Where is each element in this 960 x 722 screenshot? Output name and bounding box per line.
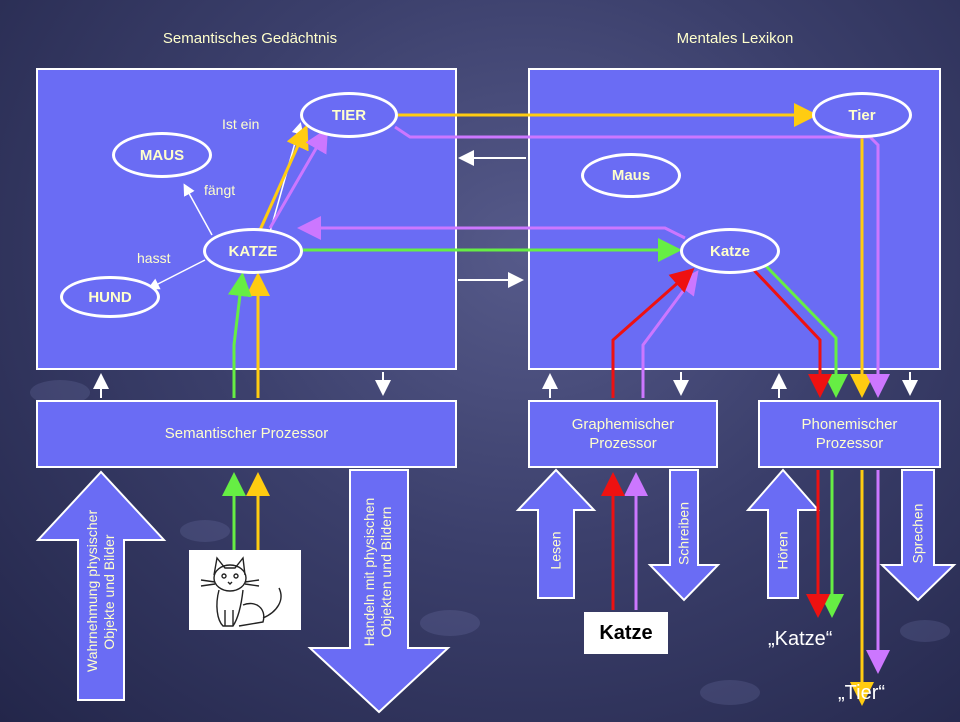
phonemic-line-2: Prozessor xyxy=(815,435,884,452)
graphemic-line-2: Prozessor xyxy=(589,435,657,452)
relation-hasst: hasst xyxy=(137,250,171,266)
phonemic-processor-label: Phonemischer Prozessor xyxy=(758,415,941,453)
perception-label: Wahrnehmung physischer Objekte und Bilde… xyxy=(84,509,117,672)
action-label: Handeln mit physischen Objekten und Bild… xyxy=(361,497,394,647)
relation-faengt: fängt xyxy=(204,182,236,198)
cat-picture xyxy=(189,550,301,630)
semantic-processor-label: Semantischer Prozessor xyxy=(164,425,329,442)
action-arrow xyxy=(307,469,451,714)
sprechen-arrow xyxy=(879,469,957,602)
relation-ist-ein: Ist ein xyxy=(222,116,260,132)
schreiben-label: Schreiben xyxy=(675,501,692,566)
semantic-node-maus: MAUS xyxy=(112,132,212,178)
semantic-node-hund: HUND xyxy=(60,276,160,318)
perception-arrow xyxy=(35,470,167,701)
lesen-arrow xyxy=(515,468,597,599)
semantic-node-tier: TIER xyxy=(300,92,398,138)
lexicon-node-maus: Maus xyxy=(581,153,681,198)
sprechen-label: Sprechen xyxy=(909,503,926,564)
semantic-memory-title: Semantisches Gedächtnis xyxy=(162,30,338,47)
lesen-label: Lesen xyxy=(547,531,564,570)
phonemic-line-1: Phonemischer xyxy=(801,416,898,433)
graphemic-processor-label: Graphemischer Prozessor xyxy=(528,415,718,453)
lexicon-node-tier: Tier xyxy=(812,92,912,138)
background-disc xyxy=(180,520,230,542)
written-word-card: Katze xyxy=(584,612,668,654)
lexicon-node-katze: Katze xyxy=(680,228,780,274)
background-disc xyxy=(420,610,480,636)
hoeren-arrow xyxy=(745,468,821,599)
schreiben-arrow xyxy=(647,469,721,602)
cat-drawing-icon xyxy=(200,556,282,627)
spoken-output-katze: „Katze“ xyxy=(768,628,833,650)
semantic-node-katze: KATZE xyxy=(203,228,303,274)
graphemic-line-1: Graphemischer xyxy=(571,416,675,433)
mental-lexicon-box xyxy=(528,68,941,370)
background-disc xyxy=(900,620,950,642)
semantic-processor-box xyxy=(36,400,457,468)
hoeren-label: Hören xyxy=(774,531,791,570)
graphemic-processor-box xyxy=(528,400,718,468)
mental-lexicon-title: Mentales Lexikon xyxy=(676,30,794,47)
background-disc xyxy=(700,680,760,705)
spoken-output-tier: „Tier“ xyxy=(838,682,886,704)
phonemic-processor-box xyxy=(758,400,941,468)
